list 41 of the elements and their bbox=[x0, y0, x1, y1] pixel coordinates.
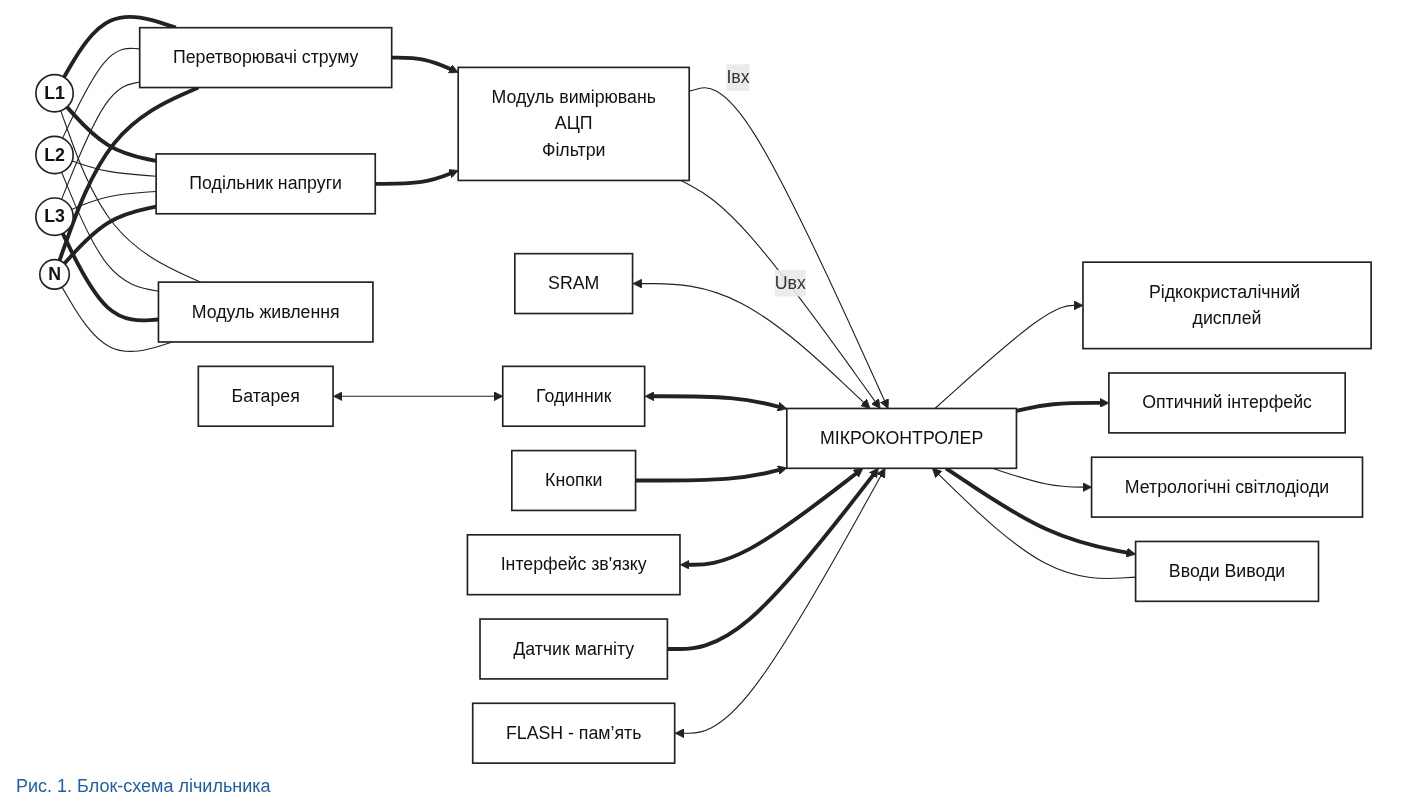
node-box: SRAM bbox=[514, 252, 634, 315]
connector bbox=[61, 171, 159, 292]
connector bbox=[71, 190, 157, 210]
node-box: Батарея bbox=[197, 365, 334, 428]
node-circle: L1 bbox=[35, 73, 75, 113]
node-circle: L2 bbox=[35, 135, 75, 175]
arrow bbox=[391, 55, 459, 74]
node-box: Оптичний інтерфейс bbox=[1108, 372, 1346, 434]
connector bbox=[61, 286, 173, 352]
arrow bbox=[635, 465, 788, 483]
node-box: Датчик магніту bbox=[479, 618, 669, 680]
connector bbox=[60, 110, 201, 283]
arrow bbox=[680, 179, 881, 409]
node-box: Годинник bbox=[501, 365, 646, 428]
node-box: FLASH - пам’ять bbox=[471, 702, 676, 764]
node-box: Перетворювачі струму bbox=[138, 26, 393, 89]
node-box: МІКРОКОНТРОЛЕР bbox=[785, 407, 1018, 470]
connector bbox=[62, 14, 177, 79]
arrow bbox=[375, 169, 459, 186]
connector bbox=[63, 204, 157, 265]
connector bbox=[71, 160, 157, 177]
node-box: Модуль живлення bbox=[157, 281, 374, 343]
arrow bbox=[632, 278, 871, 409]
edge-label: Івх bbox=[726, 67, 750, 87]
node-box: Кнопки bbox=[511, 449, 637, 512]
node-box: Подільник напруги bbox=[155, 153, 377, 215]
arrow bbox=[667, 467, 879, 651]
edge-label: Uвх bbox=[774, 273, 806, 293]
node-box: Рідкокристалічний дисплей bbox=[1082, 261, 1372, 350]
node-box: Модуль вимірювань АЦП Фільтри bbox=[457, 66, 691, 182]
arrow bbox=[644, 391, 788, 412]
connector bbox=[60, 232, 159, 323]
node-circle: N bbox=[39, 258, 71, 290]
node-box: Метрологічні світлодіоди bbox=[1090, 456, 1364, 518]
node-box: Вводи Виводи bbox=[1134, 540, 1320, 603]
arrow bbox=[679, 467, 864, 570]
node-circle: L3 bbox=[35, 197, 75, 237]
figure-caption: Рис. 1. Блок-схема лічильника bbox=[16, 775, 272, 798]
connector bbox=[65, 105, 157, 163]
node-box: Інтерфейс зв'язку bbox=[466, 534, 681, 596]
arrow bbox=[674, 467, 886, 739]
